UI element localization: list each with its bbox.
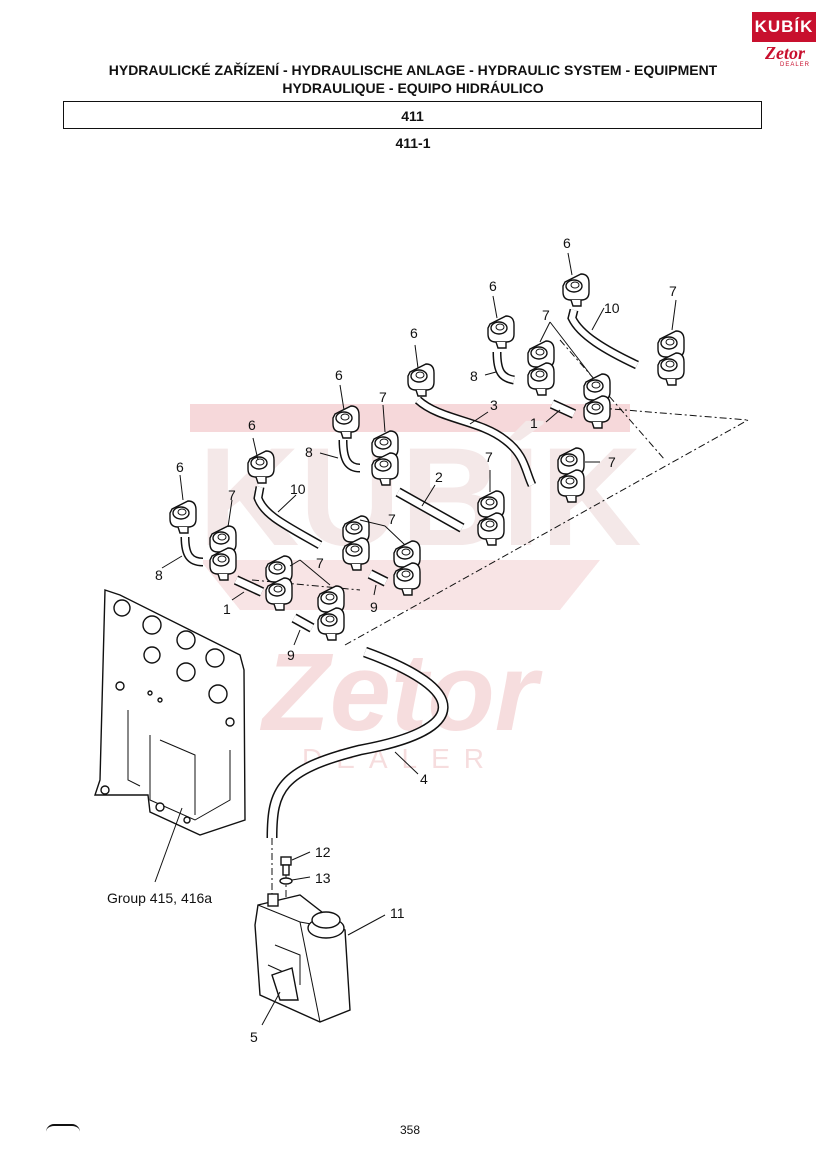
page-title-line2: HYDRAULIQUE - EQUIPO HIDRÁULICO (282, 80, 544, 96)
callout-6: 6 (410, 325, 418, 341)
callout-9: 9 (370, 599, 378, 615)
callout-7: 7 (542, 307, 550, 323)
callout-8: 8 (305, 444, 313, 460)
callout-7: 7 (388, 511, 396, 527)
callout-3: 3 (490, 397, 498, 413)
callout-7: 7 (379, 389, 387, 405)
logo-brand: KUBÍK (752, 12, 816, 42)
watermark-zetor: Zetor (260, 631, 543, 754)
callout-6: 6 (489, 278, 497, 294)
logo-tag: DEALER (780, 62, 811, 68)
callout-12: 12 (315, 844, 331, 860)
washer-13 (279, 877, 293, 885)
callout-4: 4 (420, 771, 428, 787)
callout-9: 9 (287, 647, 295, 663)
callout-13: 13 (315, 870, 331, 886)
logo-sub: Zetor (765, 43, 805, 63)
callout-7: 7 (669, 283, 677, 299)
pipes (180, 308, 639, 633)
mounting-bracket (94, 589, 246, 836)
callout-10: 10 (290, 481, 306, 497)
bolt-12 (280, 856, 292, 876)
group-number-box: 411 (63, 101, 762, 129)
callout-7: 7 (608, 454, 616, 470)
group-reference-label: Group 415, 416a (107, 890, 212, 906)
page-number: 358 (399, 1123, 421, 1137)
callout-1: 1 (223, 601, 231, 617)
callout-7: 7 (485, 449, 493, 465)
callout-11: 11 (390, 905, 405, 921)
callout-6: 6 (335, 367, 343, 383)
kubik-zetor-logo: KUBÍK Zetor DEALER (752, 12, 816, 70)
callout-10: 10 (604, 300, 620, 316)
footer-mark (46, 1124, 80, 1132)
callout-5: 5 (250, 1029, 258, 1045)
callout-6: 6 (176, 459, 184, 475)
callout-2: 2 (435, 469, 443, 485)
page-title-line1: HYDRAULICKÉ ZAŘÍZENÍ - HYDRAULISCHE ANLA… (108, 62, 718, 78)
callout-1: 1 (530, 415, 538, 431)
figure-id: 411-1 (395, 135, 431, 151)
hydraulic-tank-11 (254, 893, 351, 1023)
callout-8: 8 (470, 368, 478, 384)
callout-6: 6 (248, 417, 256, 433)
part-number-callouts: 6 7 8 1 7 9 9 6 10 7 6 7 8 2 6 7 3 6 8 7… (107, 235, 677, 1045)
callout-6: 6 (563, 235, 571, 251)
hose-4 (266, 646, 449, 839)
leader-lines (154, 252, 677, 1026)
callout-8: 8 (155, 567, 163, 583)
callout-7: 7 (316, 555, 324, 571)
callout-7: 7 (228, 487, 236, 503)
